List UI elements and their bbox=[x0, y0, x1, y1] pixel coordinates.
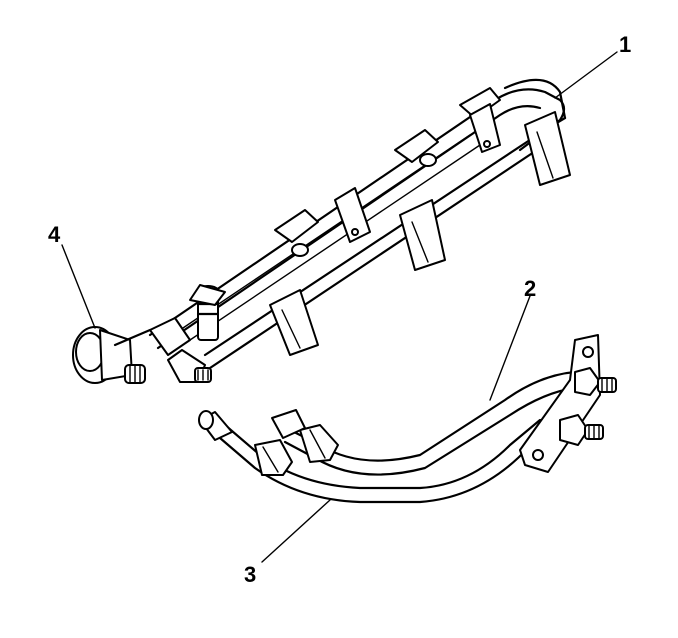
fuel-feed-pipe bbox=[271, 370, 577, 476]
callout-1: 1 bbox=[619, 32, 631, 57]
injector-pocket bbox=[274, 209, 319, 257]
injector-pocket bbox=[459, 87, 501, 119]
inlet-fitting bbox=[167, 349, 212, 383]
mounting-bracket bbox=[524, 111, 571, 186]
callout-3: 3 bbox=[244, 562, 256, 587]
callout-leaders bbox=[61, 51, 618, 563]
callout-4: 4 bbox=[48, 222, 61, 247]
fuel-return-pipe bbox=[198, 410, 547, 504]
service-valve bbox=[189, 284, 226, 341]
mounting-tab bbox=[469, 103, 501, 153]
mounting-tab bbox=[334, 187, 371, 243]
pipe-bracket bbox=[519, 334, 617, 473]
fuel-rail bbox=[148, 78, 571, 383]
callout-2: 2 bbox=[524, 276, 536, 301]
pressure-regulator bbox=[72, 326, 152, 384]
mounting-bracket bbox=[399, 199, 446, 271]
mounting-bracket bbox=[269, 289, 319, 356]
injector-pocket bbox=[394, 129, 439, 167]
